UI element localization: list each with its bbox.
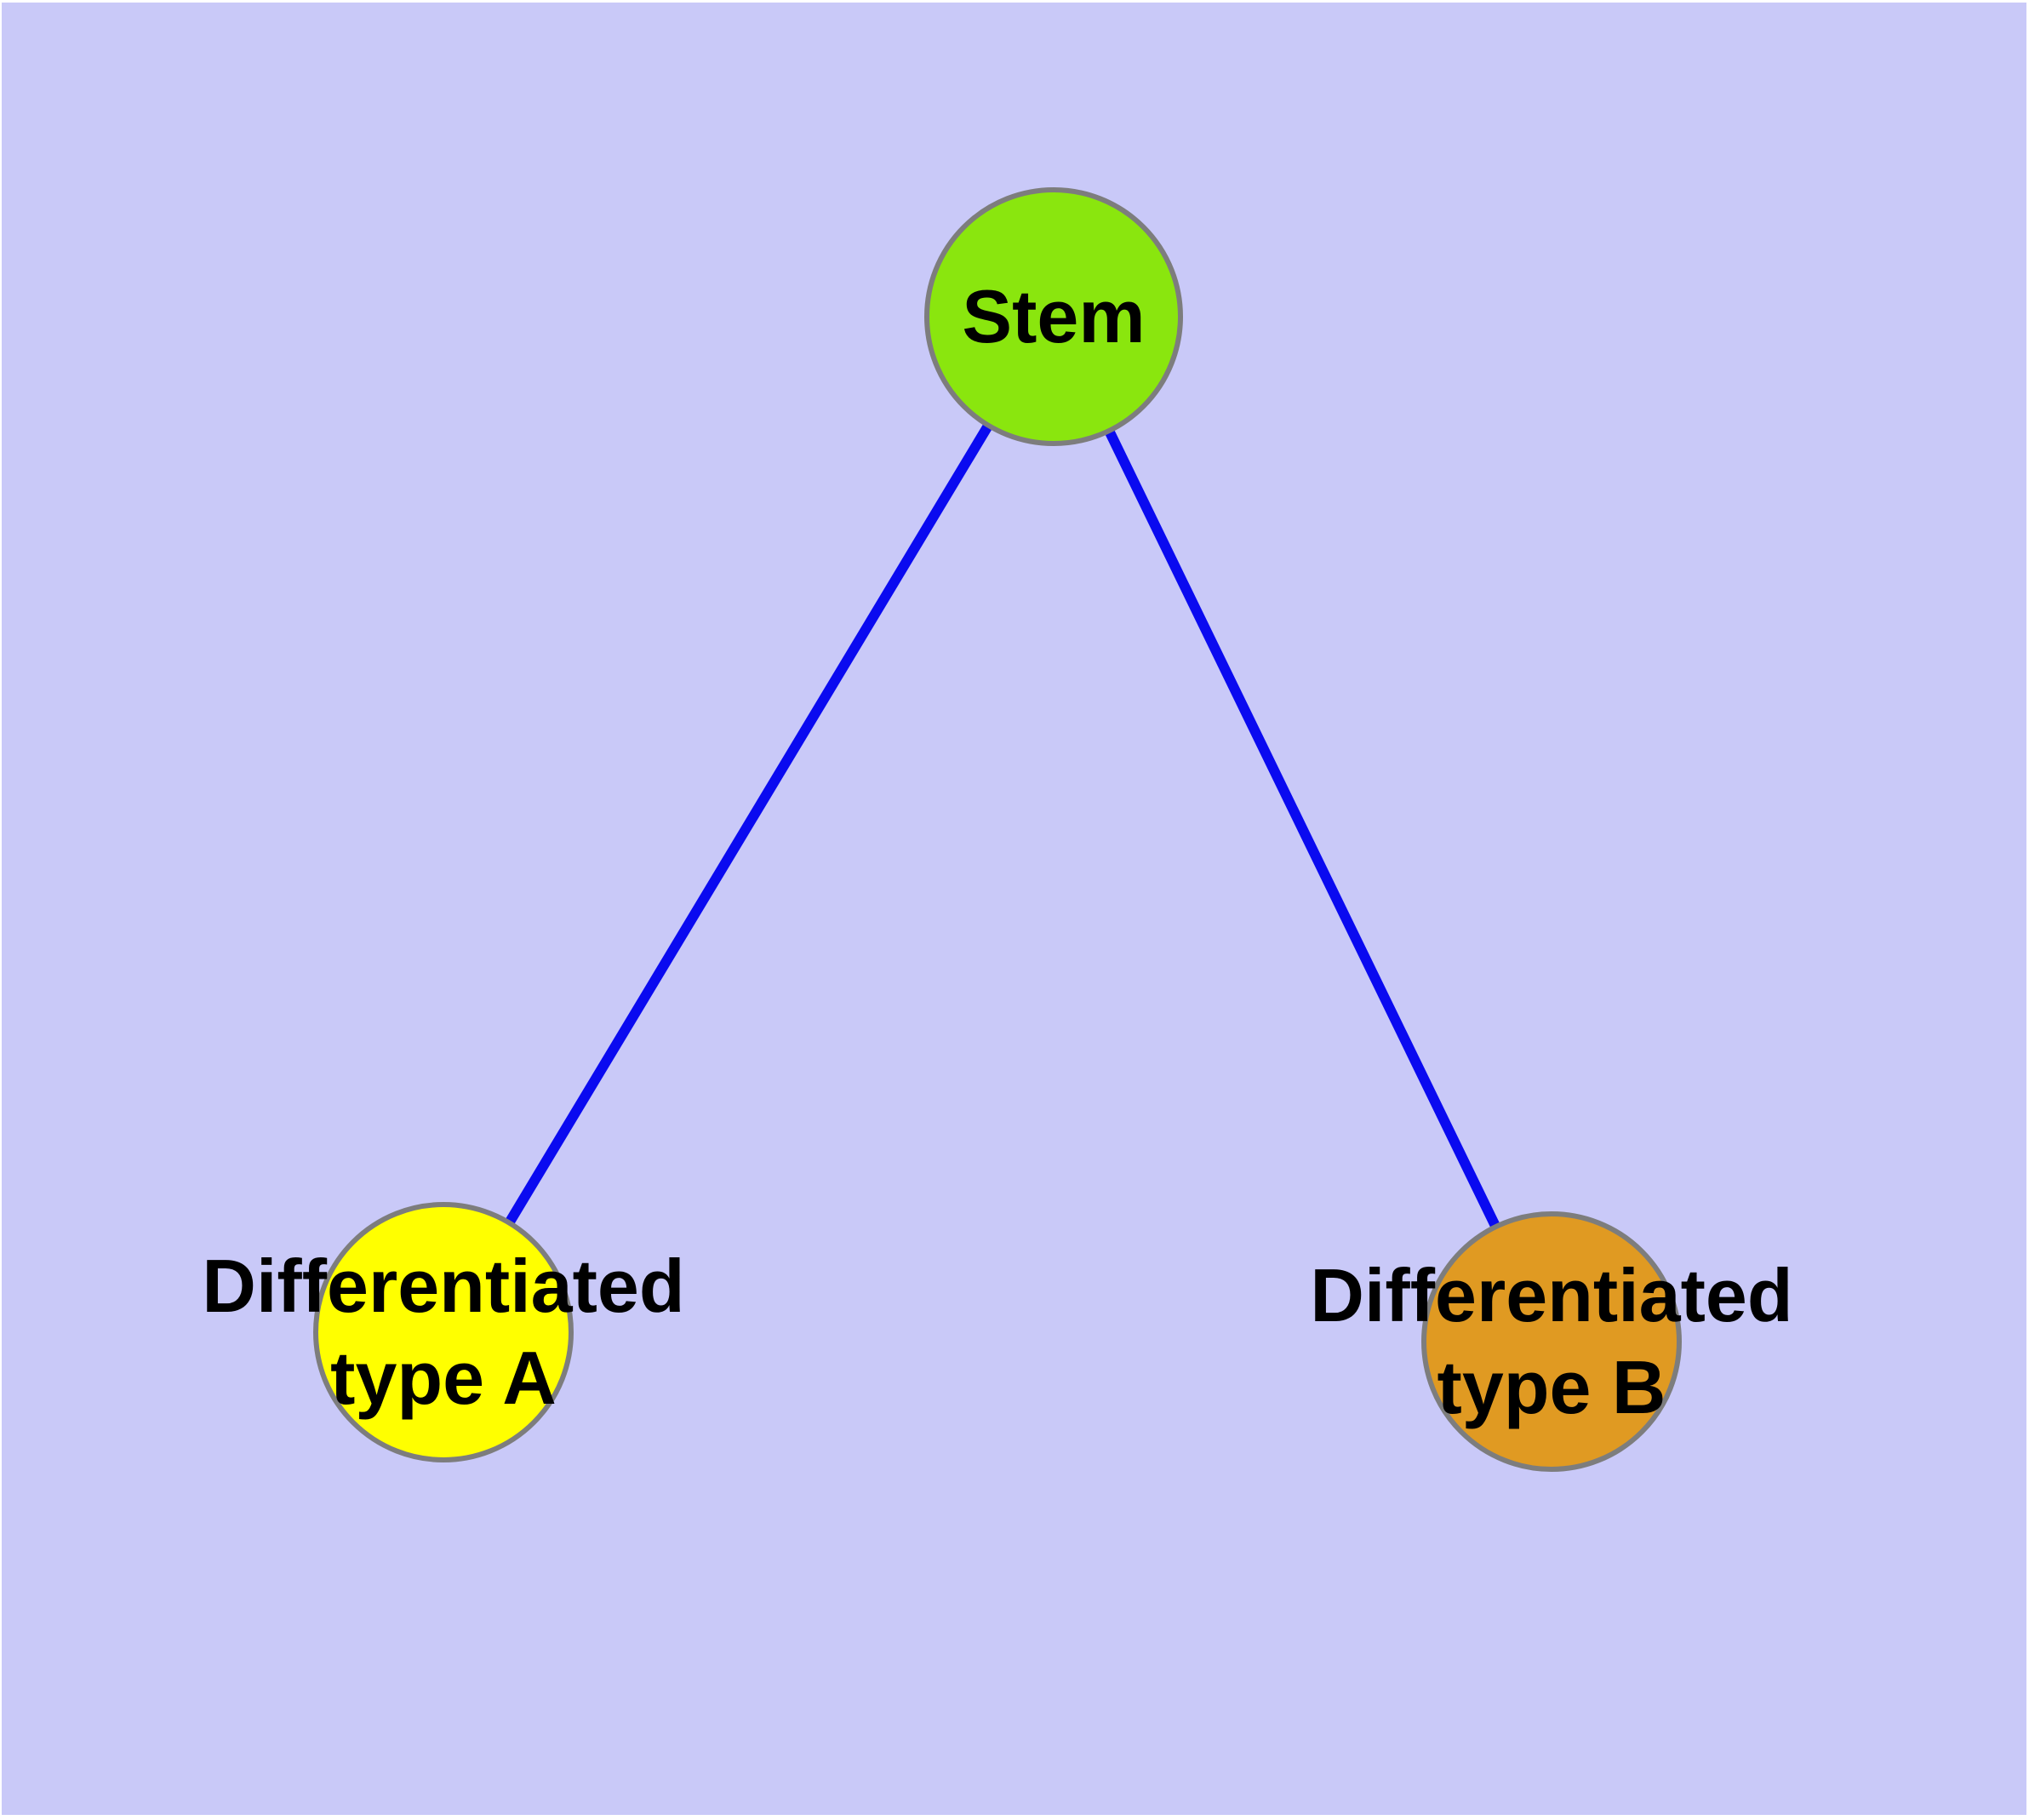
edge-stem-to-typeB: [1049, 314, 1557, 1344]
node-stem-label: Stem: [962, 273, 1146, 358]
node-stem: Stem: [924, 187, 1183, 446]
node-differentiated-type-a: Differentiated type A: [202, 1202, 685, 1462]
node-differentiated-type-a-label: Differentiated type A: [202, 1243, 685, 1420]
node-differentiated-type-b: Differentiated type B: [1310, 1211, 1793, 1472]
node-differentiated-type-b-label: Differentiated type B: [1310, 1252, 1793, 1429]
edge-stem-to-typeA: [438, 313, 1059, 1336]
